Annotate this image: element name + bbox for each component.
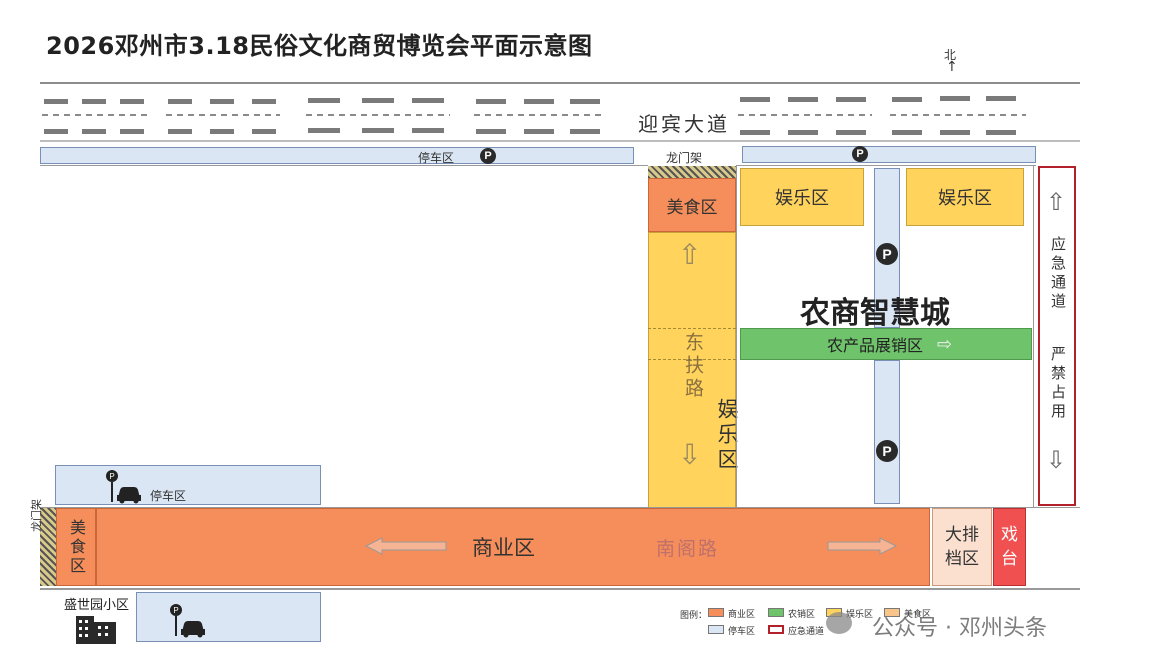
south-road-edge-top [40,507,1080,508]
legend-swatch-parking [708,625,724,634]
wechat-icon [826,612,852,634]
down-arrow-icon: ⇩ [1046,446,1067,474]
ent-zone-1: 娱乐区 [740,168,864,226]
stage-zone: 戏台 [993,508,1026,586]
gate-hatch-left [40,508,56,586]
parking-area-left [55,465,321,505]
ent-zone-vertical-label: 娱乐区 [715,398,739,473]
stall-zone-label: 大排档区 [945,525,979,569]
site-boundary-top-right [736,165,1036,166]
legend: 商业区 农销区 娱乐区 美食区 停车区 应急通道 [708,606,948,637]
site-boundary-top [40,165,648,166]
legend-label: 农销区 [788,610,816,620]
parking-sign-icon: P [104,468,144,508]
watermark: 公众号 · 邓州头条 [872,616,1047,641]
parking-sign-icon: P [168,602,208,642]
legend-label: 停车区 [728,627,756,637]
gate-hatch-top [648,166,736,178]
legend-label: 美食区 [904,610,932,620]
business-zone [96,508,930,586]
stage-label: 戏台 [1001,525,1018,569]
legend-swatch-business [708,608,724,617]
south-road-edge-bottom [40,588,1080,590]
no-occupy-label: 严禁占用 [1049,346,1067,422]
right-arrow-icon: ⇨ [937,333,953,355]
farm-sales-zone: 农产品展销区 ⇨ [740,328,1032,360]
parking-icon: P [876,243,898,265]
parking-icon: P [852,146,868,162]
smart-city-title: 农商智慧城 [800,296,950,331]
parking-area-bottom [136,592,321,642]
food-zone-left: 美食区 [56,508,96,586]
up-arrow-icon: ⇧ [678,238,702,271]
ent-zone-2: 娱乐区 [906,168,1024,226]
road-edge-top [40,82,1080,84]
legend-label: 娱乐区 [846,610,874,620]
stall-zone: 大排档区 [932,508,992,586]
legend-label: 商业区 [728,610,756,620]
community-label: 盛世园小区 [64,598,130,613]
parking-strip-vertical-bottom [874,360,900,504]
legend-label: 应急通道 [788,627,825,637]
parking-area-left-label: 停车区 [150,489,187,503]
road-lanes-left [40,96,630,136]
dongfu-road-label: 东扶路 [682,332,704,401]
gate-label-left: 龙门架 [30,499,43,532]
parking-strip-top-left [40,147,634,164]
top-road-name: 迎宾大道 [638,112,730,136]
legend-swatch-food [884,608,900,617]
road-lanes-right [736,94,1036,138]
up-arrow-icon: ⇧ [1046,188,1067,216]
map-title: 2026邓州市3.18民俗文化商贸博览会平面示意图 [46,32,593,60]
right-arrow-icon [826,536,898,560]
nange-road-label: 南阁路 [656,538,720,560]
dongfu-road-crossing [648,328,736,360]
svg-text:P: P [173,606,178,615]
north-label: 北 [944,48,957,62]
emergency-lane [1038,166,1076,506]
emergency-lane-label: 应急通道 [1049,236,1067,312]
parking-strip-top-right [742,146,1036,163]
road-edge-bottom [40,140,1080,142]
legend-swatch-emergency [768,625,784,634]
left-arrow-icon [364,536,448,560]
svg-text:P: P [109,472,114,481]
legend-swatch-farm [768,608,784,617]
building-icon [74,612,120,648]
down-arrow-icon: ⇩ [678,438,702,471]
parking-icon: P [480,148,496,164]
parking-icon: P [876,440,898,462]
north-arrow-icon: ↑ [946,59,958,75]
gate-label: 龙门架 [666,151,703,165]
food-zone-top: 美食区 [648,178,736,232]
farm-sales-label: 农产品展销区 [827,336,924,355]
legend-title: 图例： [680,611,708,621]
parking-strip-top-left-label: 停车区 [418,151,455,165]
business-zone-label: 商业区 [472,536,535,560]
